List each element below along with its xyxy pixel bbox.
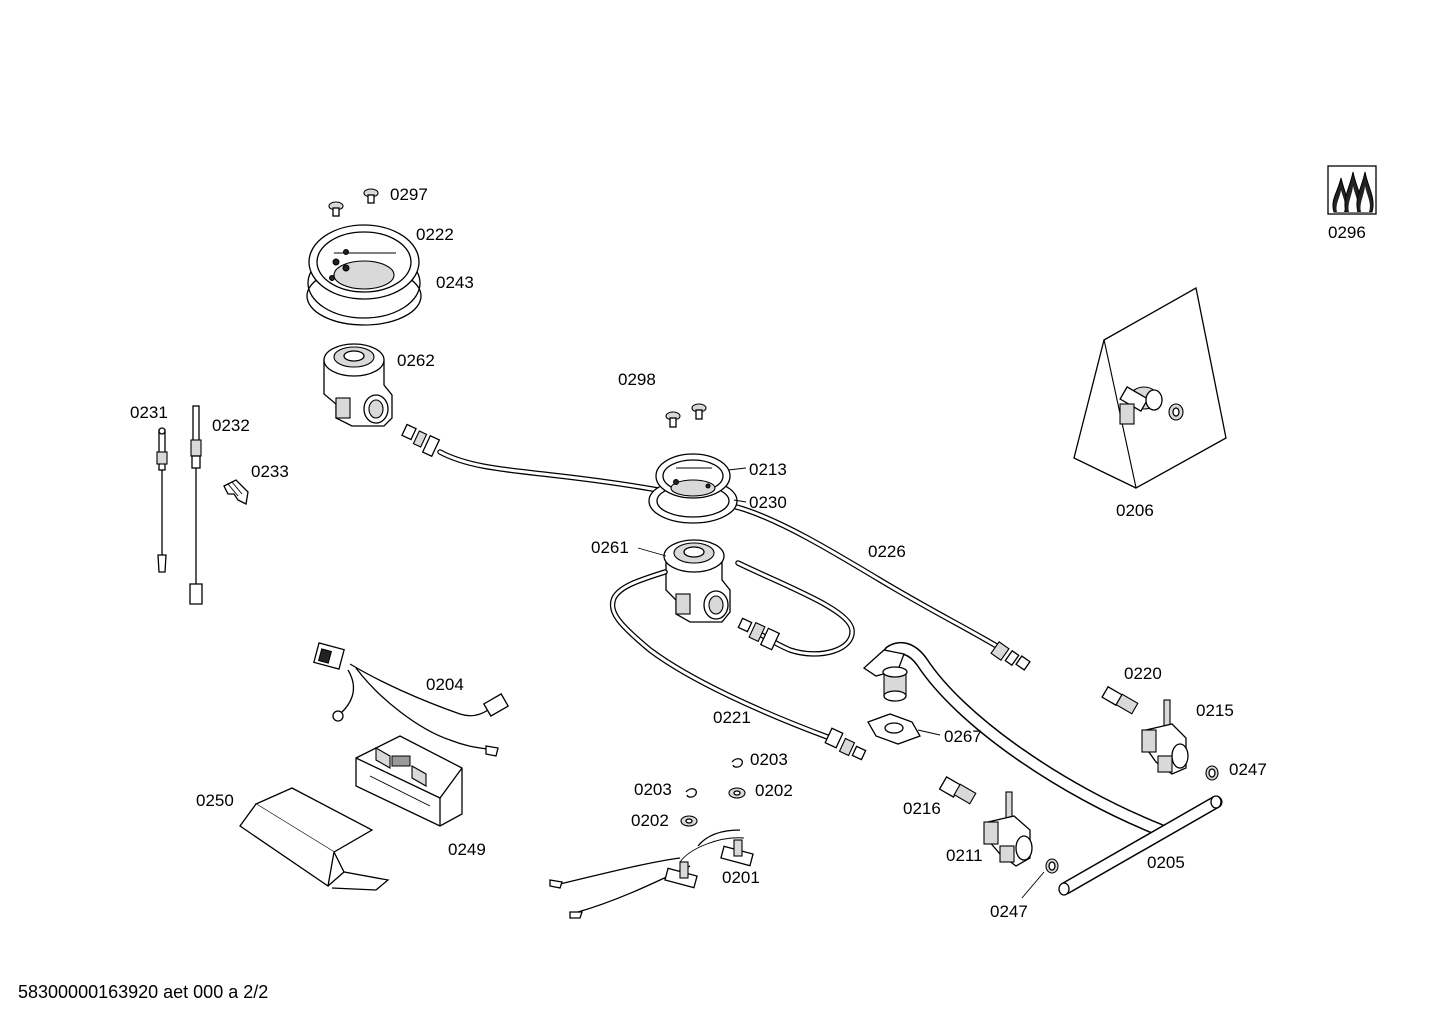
clip-0233 [223,479,249,505]
burner-ring-0213 [648,453,738,524]
label-0296: 0296 [1328,223,1366,242]
gas-pipe-0221 [609,560,867,761]
label-0221: 0221 [713,708,751,727]
burner-body-0262 [323,343,393,427]
label-0216: 0216 [903,799,941,818]
label-0211: 0211 [946,846,983,865]
washer-0202a [728,787,746,799]
ignition-module-0249 [355,735,463,827]
injector-0216 [938,776,977,805]
gas-pipe-0226 [401,423,1031,671]
burner-body-0261 [663,539,731,623]
gas-valve-0211 [983,791,1033,867]
label-0226: 0226 [868,542,906,561]
label-0215: 0215 [1196,701,1234,720]
ignition-electrodes-0201 [549,829,754,919]
clip-0203a [731,758,743,768]
seal-ring-0247b [1045,858,1059,874]
label-0298: 0298 [618,370,656,389]
bracket-0250 [239,787,390,891]
label-0203b: 0203 [634,780,672,799]
injector-0220 [1101,685,1139,715]
label-0249: 0249 [448,840,486,859]
label-0297: 0297 [390,185,428,204]
seal-ring-0247a [1205,765,1219,781]
label-0230: 0230 [749,493,787,512]
gasket-0267 [867,713,921,745]
label-0204: 0204 [426,675,464,694]
label-0261: 0261 [591,538,629,557]
document-code: 58300000163920 aet 000 a 2/2 [18,982,268,1002]
clip-0203b [685,788,697,798]
label-0202a: 0202 [755,781,793,800]
label-0267: 0267 [944,727,982,746]
screws-0297 [328,188,379,217]
label-0202b: 0202 [631,811,669,830]
wiring-harness-0204 [313,642,510,757]
label-0250: 0250 [196,791,234,810]
label-0222: 0222 [416,225,454,244]
part-labels: 0297 0222 0243 0262 0231 0232 0233 0298 … [130,185,1366,921]
label-0247a: 0247 [1229,760,1267,779]
leader-lines [637,467,1045,899]
label-0232: 0232 [212,416,250,435]
label-0233: 0233 [251,462,289,481]
label-0231: 0231 [130,403,168,422]
gas-flame-icon [1327,165,1377,215]
gas-main-pipe-0205 [862,641,1223,896]
thermocouple-0232 [189,405,203,605]
conversion-kit-bag-0206 [1073,286,1227,489]
label-0213: 0213 [749,460,787,479]
washer-0202b [680,815,698,827]
label-0201: 0201 [722,868,760,887]
label-0262: 0262 [397,351,435,370]
gas-valve-0215 [1141,699,1189,775]
label-0206: 0206 [1116,501,1154,520]
label-0205: 0205 [1147,853,1185,872]
burner-ring-0222 [306,224,422,326]
label-0220: 0220 [1124,664,1162,683]
label-0247b: 0247 [990,902,1028,921]
label-0203a: 0203 [750,750,788,769]
thermocouple-0231 [156,427,168,573]
screws-0298 [665,403,707,428]
label-0243: 0243 [436,273,474,292]
